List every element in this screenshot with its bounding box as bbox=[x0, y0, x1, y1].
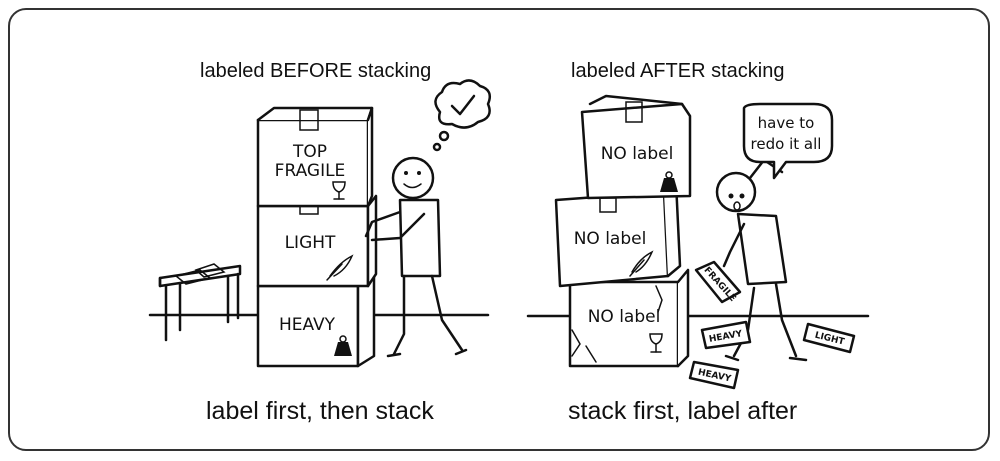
side-table bbox=[158, 264, 242, 342]
wine-glass-icon bbox=[649, 333, 663, 353]
left-box-bottom: HEAVY bbox=[256, 272, 376, 368]
right-box-bottom: NO label bbox=[568, 268, 690, 368]
illustration-frame bbox=[8, 8, 990, 451]
weight-icon bbox=[660, 171, 678, 192]
right-box-middle: NO label bbox=[554, 180, 682, 288]
box-label-no-label-middle: NO label bbox=[574, 229, 647, 249]
right-box-top: NO label bbox=[580, 94, 692, 200]
box-label-light: LIGHT bbox=[285, 233, 336, 253]
thought-bubble-icon bbox=[432, 79, 491, 152]
box-label-no-label-top: NO label bbox=[601, 144, 674, 164]
feather-icon bbox=[629, 250, 654, 277]
floor-paper-heavy-2: HEAVY bbox=[688, 360, 740, 390]
wine-glass-icon bbox=[332, 181, 346, 200]
box-label-heavy: HEAVY bbox=[279, 315, 336, 335]
box-label-no-label-bottom: NO label bbox=[588, 307, 661, 327]
box-label-fragile: FRAGILE bbox=[275, 161, 346, 181]
right-panel-caption: stack first, label after bbox=[568, 397, 798, 425]
left-panel-caption: label first, then stack bbox=[206, 397, 434, 425]
speech-line-2: redo it all bbox=[751, 135, 822, 153]
left-person bbox=[364, 156, 468, 358]
checkmark-icon bbox=[450, 94, 476, 116]
speech-line-1: have to bbox=[758, 114, 815, 132]
box-label-top: TOP bbox=[292, 142, 327, 162]
left-box-top: TOP FRAGILE bbox=[256, 106, 374, 208]
floor-paper-heavy-1: HEAVY bbox=[700, 320, 752, 350]
floor-paper-light: LIGHT bbox=[802, 322, 856, 354]
feather-icon bbox=[326, 254, 354, 281]
papers-on-table bbox=[174, 263, 226, 285]
left-box-middle: LIGHT bbox=[256, 194, 378, 288]
weight-icon bbox=[334, 335, 352, 356]
right-panel-title: labeled AFTER stacking bbox=[571, 60, 785, 82]
left-panel-title: labeled BEFORE stacking bbox=[200, 60, 432, 82]
held-fragile-paper: FRAGILE bbox=[694, 260, 742, 304]
speech-bubble-icon: have to redo it all bbox=[742, 102, 834, 180]
